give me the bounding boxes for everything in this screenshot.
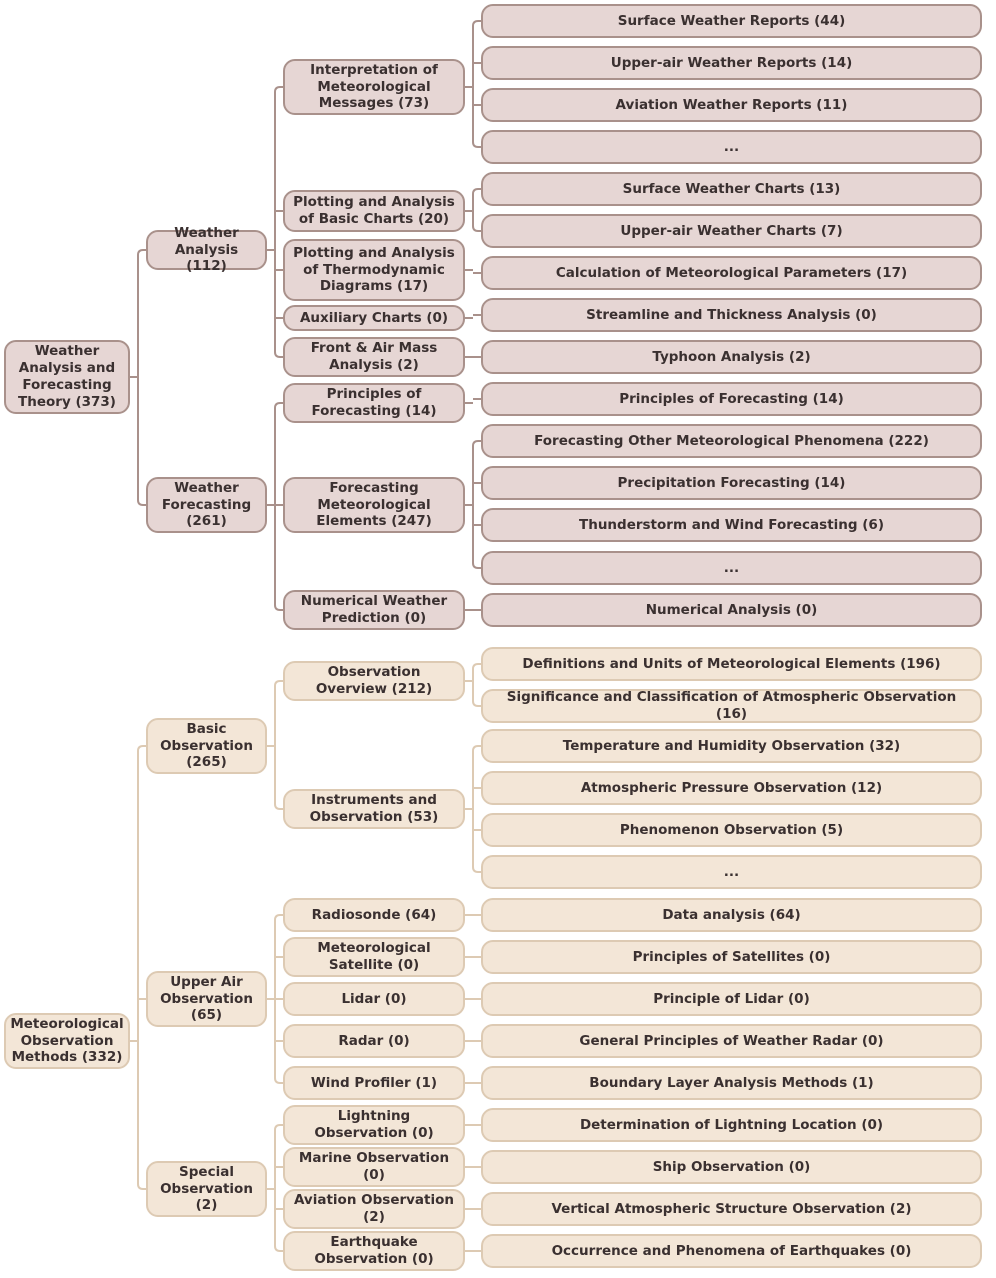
tree-node-r2c2d1: General Principles of Weather Radar (0) bbox=[481, 1024, 982, 1058]
connector-r2c1b4 bbox=[472, 866, 481, 873]
tree-node-r2c1b1: Temperature and Humidity Observation (32… bbox=[481, 729, 982, 763]
tree-node-r1c1b1: Surface Weather Charts (13) bbox=[481, 172, 982, 206]
tree-node-r2c3d: Earthquake Observation (0) bbox=[283, 1231, 465, 1271]
tree-node-r1c1a1: Surface Weather Reports (44) bbox=[481, 4, 982, 38]
tree-node-r2c3c: Aviation Observation (2) bbox=[283, 1189, 465, 1229]
connector-r1c2c bbox=[274, 604, 283, 611]
tree-node-r2c2e: Wind Profiler (1) bbox=[283, 1066, 465, 1100]
tree-node-r2c1a1: Definitions and Units of Meteorological … bbox=[481, 647, 982, 681]
connector-r2c3d bbox=[274, 1245, 283, 1252]
connector-r1c1a1 bbox=[472, 20, 481, 27]
tree-node-r1c2b2: Precipitation Forecasting (14) bbox=[481, 466, 982, 500]
tree-node-r1c2a: Principles of Forecasting (14) bbox=[283, 383, 465, 423]
tree-node-r1c1: Weather Analysis (112) bbox=[146, 225, 267, 274]
tree-node-r2c1b4: ... bbox=[481, 855, 982, 889]
connector-r1c2a bbox=[274, 402, 283, 409]
tree-node-r1c2c: Numerical Weather Prediction (0) bbox=[283, 590, 465, 630]
connector-r1c1 bbox=[137, 249, 146, 256]
tree-node-r2c3a: Lightning Observation (0) bbox=[283, 1105, 465, 1145]
connector-r1c2 bbox=[137, 499, 146, 506]
connector-r1c2b4 bbox=[472, 562, 481, 569]
connector-r2c3 bbox=[137, 1183, 146, 1190]
tree-node-r2c2: Upper Air Observation (65) bbox=[146, 971, 267, 1027]
connector-r1c1b2 bbox=[472, 225, 481, 232]
connector-r1c2b1 bbox=[472, 440, 481, 447]
connector-r1c1b1 bbox=[472, 188, 481, 195]
tree-node-r2c1b3: Phenomenon Observation (5) bbox=[481, 813, 982, 847]
tree-node-r2c1a: Observation Overview (212) bbox=[283, 661, 465, 701]
tree-node-r1c1b2: Upper-air Weather Charts (7) bbox=[481, 214, 982, 248]
tree-node-r1c2c1: Numerical Analysis (0) bbox=[481, 593, 982, 627]
tree-node-r1c2b1: Forecasting Other Meteorological Phenome… bbox=[481, 424, 982, 458]
connector-r2c1a bbox=[274, 680, 283, 687]
connector-r1c1a bbox=[274, 86, 283, 93]
tree-node-r1c1b: Plotting and Analysis of Basic Charts (2… bbox=[283, 190, 465, 232]
tree-node-r1c2: Weather Forecasting (261) bbox=[146, 477, 267, 533]
tree-node-r1c1a4: ... bbox=[481, 130, 982, 164]
connector-r2c3a bbox=[274, 1124, 283, 1131]
tree-node-r1c2b3: Thunderstorm and Wind Forecasting (6) bbox=[481, 508, 982, 542]
tree-node-r2c3b1: Ship Observation (0) bbox=[481, 1150, 982, 1184]
tree-node-r2c2c1: Principle of Lidar (0) bbox=[481, 982, 982, 1016]
tree-node-r1c1e: Front & Air Mass Analysis (2) bbox=[283, 337, 465, 377]
tree-node-r2c1b2: Atmospheric Pressure Observation (12) bbox=[481, 771, 982, 805]
tree-node-r1c2a1: Principles of Forecasting (14) bbox=[481, 382, 982, 416]
connector-r2c1a1 bbox=[472, 663, 481, 670]
tree-node-r1c1a2: Upper-air Weather Reports (14) bbox=[481, 46, 982, 80]
tree-node-r1: Weather Analysis and Forecasting Theory … bbox=[4, 340, 130, 414]
tree-node-r2c2b1: Principles of Satellites (0) bbox=[481, 940, 982, 974]
tree-node-r1c1d1: Streamline and Thickness Analysis (0) bbox=[481, 298, 982, 332]
tree-node-r1c1c: Plotting and Analysis of Thermodynamic D… bbox=[283, 239, 465, 301]
connector-r1c1a4 bbox=[472, 141, 481, 148]
connector-r2c2e bbox=[274, 1077, 283, 1084]
connector-r2c1b bbox=[274, 803, 283, 810]
tree-node-r1c1a3: Aviation Weather Reports (11) bbox=[481, 88, 982, 122]
tree-node-r2c2a: Radiosonde (64) bbox=[283, 898, 465, 932]
tree-node-r2c3: Special Observation (2) bbox=[146, 1161, 267, 1217]
tree-node-r2c2e1: Boundary Layer Analysis Methods (1) bbox=[481, 1066, 982, 1100]
connector-r1c1e bbox=[274, 351, 283, 358]
connector-r2c1b1 bbox=[472, 745, 481, 752]
tree-node-r2c1a2: Significance and Classification of Atmos… bbox=[481, 689, 982, 723]
connector-r2c1a2 bbox=[472, 700, 481, 707]
tree-node-r2c2b: Meteorological Satellite (0) bbox=[283, 937, 465, 977]
tree-node-r1c1d: Auxiliary Charts (0) bbox=[283, 305, 465, 331]
tree-node-r2c2d: Radar (0) bbox=[283, 1024, 465, 1058]
tree-node-r1c2b: Forecasting Meteorological Elements (247… bbox=[283, 477, 465, 533]
tree-node-r2c1: Basic Observation (265) bbox=[146, 718, 267, 774]
tree-node-r2c3b: Marine Observation (0) bbox=[283, 1147, 465, 1187]
tree-node-r1c2b4: ... bbox=[481, 551, 982, 585]
tree-node-r2: Meteorological Observation Methods (332) bbox=[4, 1013, 130, 1069]
tree-node-r2c3c1: Vertical Atmospheric Structure Observati… bbox=[481, 1192, 982, 1226]
tree-node-r1c1c1: Calculation of Meteorological Parameters… bbox=[481, 256, 982, 290]
tree-node-r2c3a1: Determination of Lightning Location (0) bbox=[481, 1108, 982, 1142]
tree-node-r2c1b: Instruments and Observation (53) bbox=[283, 789, 465, 829]
connector-r2c2a bbox=[274, 914, 283, 921]
tree-node-r1c1a: Interpretation of Meteorological Message… bbox=[283, 59, 465, 115]
tree-node-r2c2c: Lidar (0) bbox=[283, 982, 465, 1016]
tree-node-r2c2a1: Data analysis (64) bbox=[481, 898, 982, 932]
tree-node-r1c1e1: Typhoon Analysis (2) bbox=[481, 340, 982, 374]
connector-r2c1 bbox=[137, 745, 146, 752]
tree-node-r2c3d1: Occurrence and Phenomena of Earthquakes … bbox=[481, 1234, 982, 1268]
